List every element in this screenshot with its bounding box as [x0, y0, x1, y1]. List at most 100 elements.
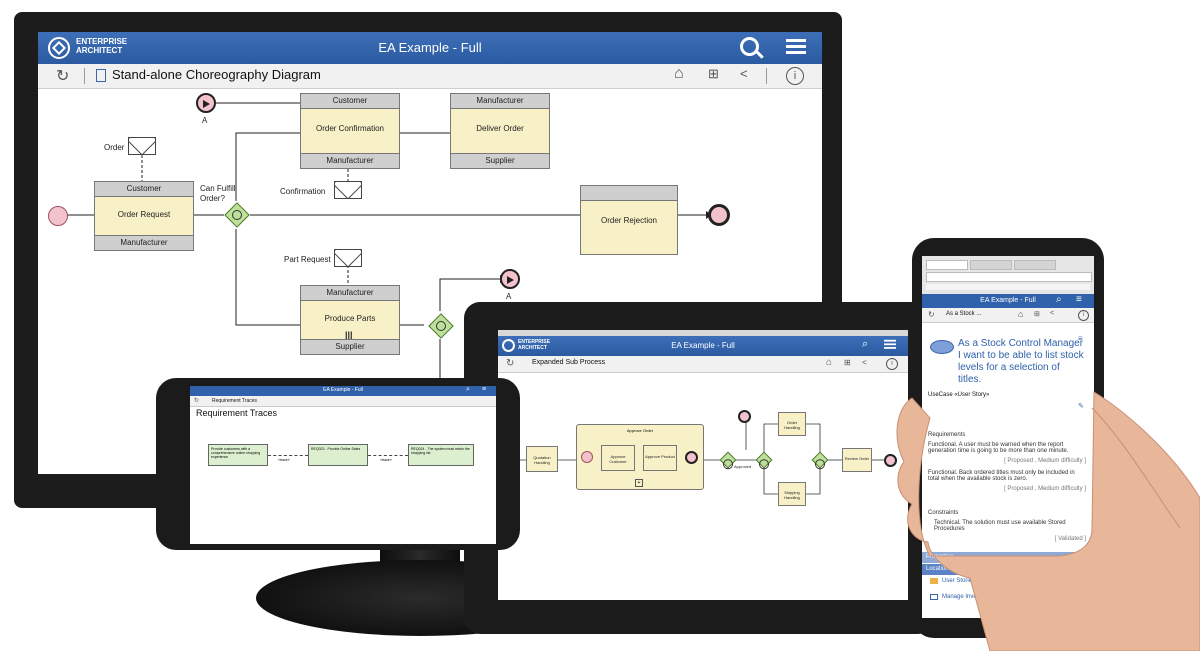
diagram-title: Expanded Sub Process — [532, 359, 606, 366]
task-approve-product[interactable]: Approve Product — [643, 445, 677, 471]
home-icon[interactable]: ⌂ — [674, 65, 684, 82]
share-icon[interactable]: < — [1050, 310, 1055, 317]
task-deliver-order[interactable]: Manufacturer Deliver Order Supplier — [450, 93, 550, 169]
tree-icon[interactable]: ⊞ — [844, 358, 851, 367]
diagram-icon — [96, 69, 106, 82]
task-label: Order Rejection — [600, 216, 658, 225]
diagram-toolbar: ↻ Expanded Sub Process ⌂ ⊞ < i — [498, 356, 908, 373]
refresh-icon[interactable]: ↻ — [56, 68, 70, 85]
diagram-toolbar: ↻ As a Stock ... ⌂ ⊞ < i — [922, 308, 1094, 323]
page-title: Requirement Traces — [196, 408, 278, 418]
share-icon[interactable]: < — [740, 66, 748, 81]
task-label: Order Confirmation — [315, 124, 385, 133]
info-icon[interactable]: i — [786, 67, 804, 85]
requirement-box[interactable]: Provide customers with a comprehensive o… — [208, 444, 268, 466]
address-bar[interactable] — [926, 272, 1092, 282]
end-event[interactable] — [685, 451, 698, 464]
constraint-item[interactable]: Technical. The solution must use availab… — [934, 520, 1066, 532]
menu-icon[interactable]: ≡ — [1076, 294, 1082, 305]
link-label: A — [506, 292, 512, 301]
requirement-status: [ Proposed , Medium difficulty ] — [1004, 458, 1086, 464]
diagram-canvas: Customer Order Request Manufacturer Orde… — [38, 89, 822, 474]
requirement-item[interactable]: Functional. A user must be warned when t… — [928, 442, 1069, 454]
tree-icon[interactable]: ⊞ — [708, 66, 719, 81]
trace-connector — [268, 455, 308, 456]
link-label: A — [202, 116, 208, 125]
browser-tab[interactable] — [1014, 260, 1056, 270]
user-story-text: As a Stock Control Manager I want to be … — [958, 338, 1084, 385]
search-icon[interactable]: ⌕ — [1056, 294, 1062, 305]
trace-connector — [368, 455, 408, 456]
search-icon[interactable] — [740, 37, 759, 56]
info-icon[interactable]: i — [886, 358, 898, 370]
end-event[interactable] — [884, 454, 897, 467]
subprocess-approve-order[interactable]: Approve Order Approve Customer Approve P… — [576, 424, 704, 490]
home-icon[interactable]: ⌂ — [826, 357, 833, 368]
menu-icon[interactable]: ≡ — [482, 386, 487, 393]
end-event[interactable] — [708, 204, 730, 226]
menu-icon[interactable]: ≡ — [1078, 334, 1083, 343]
task-shipping-handling[interactable]: Shipping Handling — [778, 482, 806, 506]
task-order-request[interactable]: Customer Order Request Manufacturer — [94, 181, 194, 251]
refresh-icon[interactable]: ↻ — [928, 310, 935, 319]
browser-tab[interactable] — [926, 260, 968, 270]
info-icon[interactable]: i — [1078, 310, 1089, 321]
task-order-handling[interactable]: Order Handling — [778, 412, 806, 436]
menu-icon[interactable] — [786, 36, 806, 57]
start-event[interactable] — [48, 206, 68, 226]
participant-bottom: Manufacturer — [301, 153, 399, 168]
stereotype-label: UseCase «User Story» — [928, 392, 990, 398]
ea-logo-icon — [502, 339, 515, 352]
trace-label: «trace» — [380, 458, 392, 462]
message-label: Part Request — [284, 255, 331, 264]
share-icon[interactable]: < — [862, 358, 867, 367]
location-link[interactable]: User Stories — [942, 578, 976, 584]
requirement-box[interactable]: REQ023 - Provide Online Sales — [308, 444, 368, 466]
task-review-order[interactable]: Review Order — [842, 448, 872, 472]
hand-holding-phone — [896, 391, 1200, 651]
task-order-rejection[interactable]: Order Rejection — [580, 185, 678, 255]
expand-icon[interactable]: + — [635, 479, 643, 487]
search-icon[interactable]: ⌕ — [466, 386, 470, 393]
task-label: Order Request — [117, 210, 171, 219]
tablet-browser-bar — [498, 330, 908, 336]
link-event[interactable] — [500, 269, 520, 289]
home-icon[interactable]: ⌂ — [1018, 309, 1024, 319]
message-envelope-icon[interactable] — [334, 181, 362, 199]
message-envelope-icon[interactable] — [334, 249, 362, 267]
edit-icon[interactable]: ✎ — [1078, 403, 1084, 410]
refresh-icon[interactable]: ↻ — [194, 398, 200, 404]
browser-chrome — [922, 256, 1094, 295]
search-icon[interactable]: ⌕ — [862, 338, 869, 350]
browser-tab[interactable] — [970, 260, 1012, 270]
task-quotation-handling[interactable]: Quotation Handling — [526, 446, 558, 472]
gateway-label: Can Fulfill Order? — [200, 184, 236, 203]
requirement-item[interactable]: Functional. Back ordered titles must onl… — [928, 470, 1075, 482]
bookmarks-bar — [926, 284, 1090, 290]
requirement-status: [ Proposed , Medium difficulty ] — [1004, 486, 1086, 492]
end-event[interactable] — [738, 410, 751, 423]
participant-top — [581, 186, 677, 201]
task-order-confirmation[interactable]: Customer Order Confirmation Manufacturer — [300, 93, 400, 169]
menu-icon[interactable] — [884, 338, 896, 351]
requirement-box[interactable]: REQ024 - The system must retain the shop… — [408, 444, 474, 466]
diagram-toolbar: ↻ Requirement Traces — [190, 396, 496, 407]
trace-label: «trace» — [278, 458, 290, 462]
tree-icon[interactable]: ⊞ — [1034, 311, 1040, 318]
diagram-title: Stand-alone Choreography Diagram — [112, 67, 321, 82]
task-produce-parts[interactable]: Manufacturer Produce Parts ||| Supplier — [300, 285, 400, 355]
participant-top: Customer — [95, 182, 193, 197]
task-approve-customer[interactable]: Approve Customer — [601, 445, 635, 471]
message-envelope-icon[interactable] — [128, 137, 156, 155]
app-title: EA Example - Full — [323, 387, 363, 393]
refresh-icon[interactable]: ↻ — [506, 358, 515, 369]
message-label: Order — [104, 143, 125, 152]
participant-top: Manufacturer — [451, 94, 549, 109]
start-event[interactable] — [581, 451, 593, 463]
section-heading: Constraints — [928, 510, 959, 516]
link-event[interactable] — [196, 93, 216, 113]
divider — [84, 68, 85, 84]
